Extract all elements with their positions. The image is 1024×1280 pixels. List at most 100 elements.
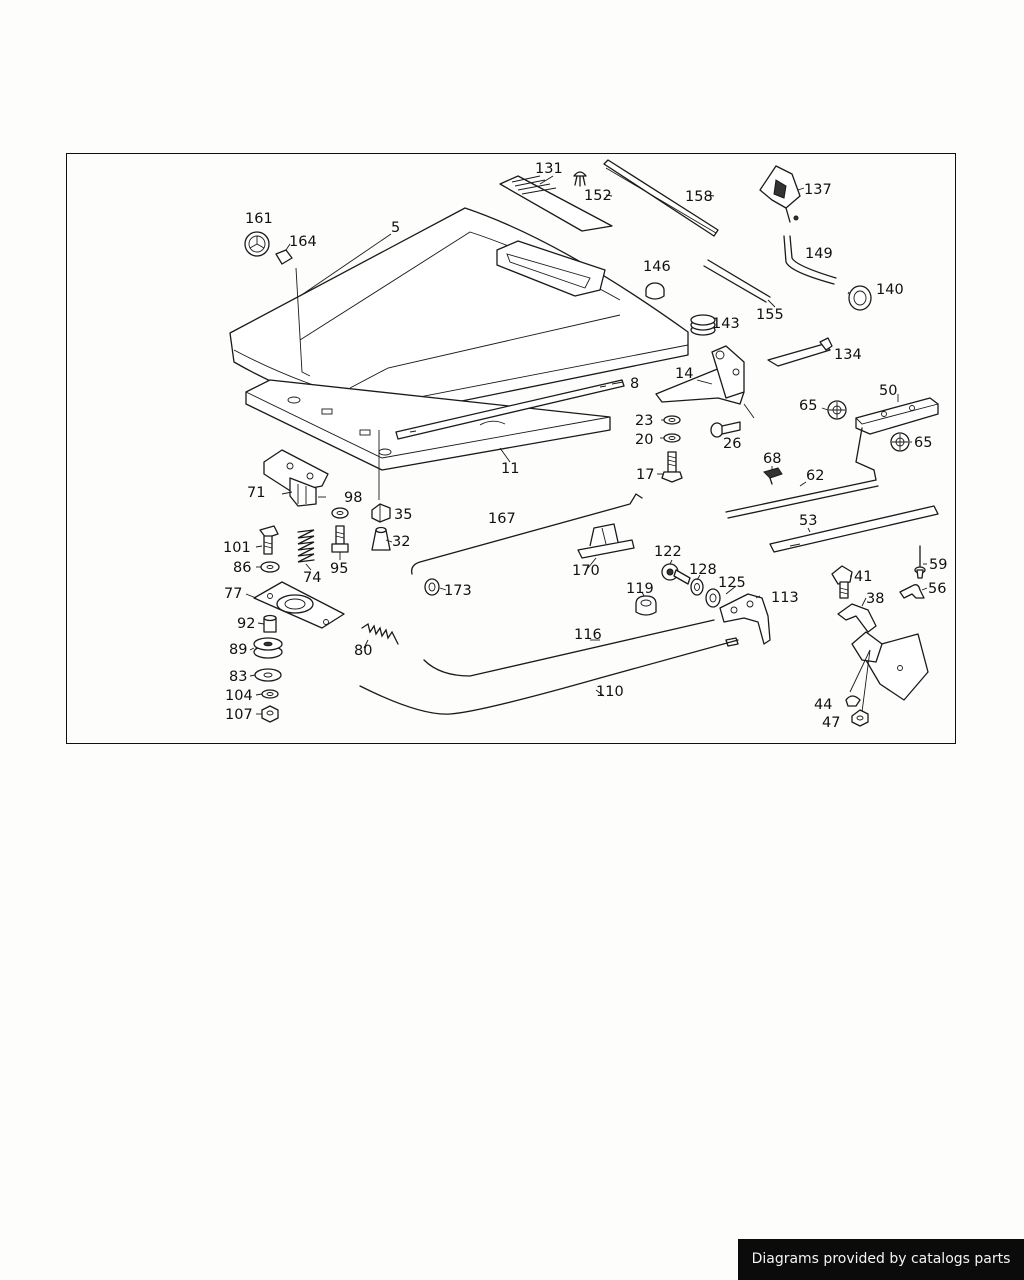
label-part-170: 170 [572,563,600,579]
label-part-122: 122 [654,544,682,560]
label-part-125: 125 [718,575,746,591]
label-part-65-b: 65 [914,435,932,451]
grommet-143-drawing [690,314,716,336]
seal-158-drawing [603,159,719,237]
label-part-128: 128 [689,562,717,578]
label-part-23: 23 [635,413,653,429]
label-part-173: 173 [444,583,472,599]
label-part-53: 53 [799,513,817,529]
bolt-95-drawing [331,525,349,553]
holder-170-drawing [577,523,635,559]
rod-155-drawing [703,259,771,303]
label-part-14: 14 [675,366,693,382]
screw-122-drawing [661,563,691,585]
washer-125-drawing [705,588,721,608]
label-part-44: 44 [814,697,832,713]
bracket-50-drawing [855,397,939,435]
bushing-92-drawing [263,614,277,633]
cable-110-drawing [359,639,739,715]
label-part-5: 5 [391,220,400,236]
washer-128-drawing [690,578,704,596]
label-part-167: 167 [488,511,516,527]
label-part-11: 11 [501,461,519,477]
lock-71-drawing [263,449,329,507]
cable-167-drawing [411,493,643,575]
label-part-71: 71 [247,485,265,501]
nut-107-drawing [261,705,279,723]
diagram-credit-banner: Diagrams provided by catalogs parts [738,1239,1024,1280]
plate-77-drawing [253,581,345,629]
clip-164-drawing [275,249,311,377]
bolt-101-drawing [259,525,279,555]
grommet-65-a-drawing [827,400,847,420]
label-part-107: 107 [225,707,253,723]
nut-35-drawing [371,503,391,523]
label-part-146: 146 [643,259,671,275]
spring-74-drawing [297,529,315,563]
emblem-161-drawing [244,231,270,257]
washer-98-drawing [331,507,349,519]
label-part-56: 56 [928,581,946,597]
label-part-155: 155 [756,307,784,323]
label-part-98: 98 [344,490,362,506]
label-part-38: 38 [866,591,884,607]
label-part-158: 158 [685,189,713,205]
label-part-113: 113 [771,590,799,606]
cover-134-drawing [767,337,833,367]
label-part-137: 137 [804,182,832,198]
clamp-140-drawing [848,285,872,311]
clip-68-drawing [763,467,783,485]
spring-80-drawing [361,622,399,645]
strip-53-drawing [769,505,939,553]
grommet-65-b-drawing [890,432,910,452]
label-part-65-a: 65 [799,398,817,414]
rivet-59-drawing [914,545,926,579]
clip-152-drawing [573,171,587,187]
buffer-119-drawing [635,595,657,616]
label-part-77: 77 [224,586,242,602]
label-part-17: 17 [636,467,654,483]
label-part-116: 116 [574,627,602,643]
label-part-119: 119 [626,581,654,597]
label-part-149: 149 [805,246,833,262]
buffer-146-drawing [645,282,665,300]
stop-32-drawing [371,526,391,551]
bracket-38-drawing [837,603,877,633]
label-part-47: 47 [822,715,840,731]
part-labels: 5 8 11 14 17 20 23 26 32 35 38 41 44 47 … [223,161,947,731]
bolt-17-drawing [661,451,683,483]
label-part-164: 164 [289,234,317,250]
strip-8-drawing [395,379,625,440]
diagram-frame [66,153,956,744]
label-part-86: 86 [233,560,251,576]
nozzle-137-drawing [759,165,801,223]
label-part-74: 74 [303,570,321,586]
bolt-41-drawing [831,565,853,599]
buffer-89-drawing [253,637,283,659]
label-part-8: 8 [630,376,639,392]
washer-44-drawing [845,695,861,707]
label-part-80: 80 [354,643,372,659]
label-part-35: 35 [394,507,412,523]
label-part-20: 20 [635,432,653,448]
label-part-95: 95 [330,561,348,577]
label-part-104: 104 [225,688,253,704]
label-part-101: 101 [223,540,251,556]
label-part-26: 26 [723,436,741,452]
label-part-92: 92 [237,616,255,632]
label-part-68: 68 [763,451,781,467]
label-part-134: 134 [834,347,862,363]
washer-83-drawing [254,668,282,682]
label-part-110: 110 [596,684,624,700]
label-part-32: 32 [392,534,410,550]
hose-149-drawing [783,235,837,285]
screw-26-drawing [710,421,741,438]
label-part-140: 140 [876,282,904,298]
grommet-173-drawing [424,578,440,596]
mount-plate-drawing [849,631,929,713]
vent-cover-131-drawing [499,175,613,232]
clamp-56-drawing [899,584,925,599]
washer-104-drawing [261,689,279,699]
lever-113-drawing [719,593,771,645]
leader-lines [245,175,928,715]
